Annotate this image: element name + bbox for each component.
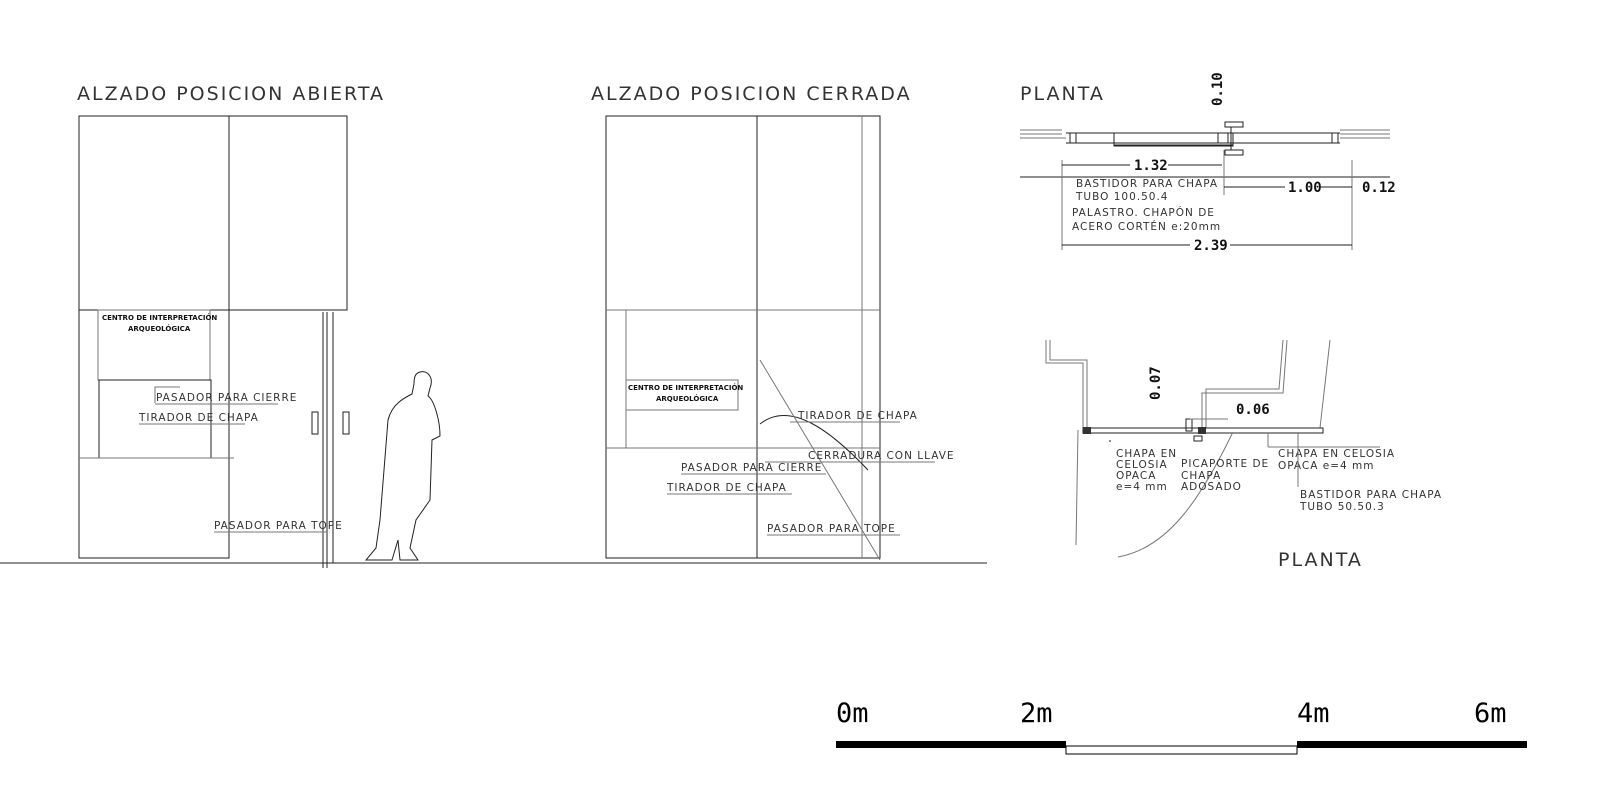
label-tirador-left: TIRADOR DE CHAPA <box>666 482 787 494</box>
plan-top: 1.32 0.10 1.00 0.12 2.39 BASTIDOR PARA C… <box>1020 72 1396 254</box>
note-chapa-1: CHAPA EN <box>1116 448 1177 460</box>
sign-line1-closed: CENTRO DE INTERPRETACIÓN <box>628 383 743 392</box>
note-bastidor-b-2: TUBO 50.50.3 <box>1299 501 1385 513</box>
closed-panel <box>605 115 881 559</box>
note-bastidor-1: BASTIDOR PARA CHAPA <box>1076 178 1218 190</box>
note-picaporte-2: CHAPA <box>1181 470 1221 482</box>
label-pasador-cierre-closed: PASADOR PARA CIERRE <box>681 462 822 474</box>
dim-1-00: 1.00 <box>1288 180 1322 196</box>
note-picaporte-3: ADOSADO <box>1181 481 1242 493</box>
note-bastidor-2: TUBO 100.50.4 <box>1075 191 1168 203</box>
scale-segment-1 <box>836 741 1066 748</box>
label-tirador-right: TIRADOR DE CHAPA <box>797 410 918 422</box>
closed-elevation: CENTRO DE INTERPRETACIÓN ARQUEOLÓGICA TI… <box>605 115 955 561</box>
scale-label-6m: 6m <box>1474 698 1507 729</box>
scale-label-2m: 2m <box>1020 698 1053 729</box>
dim-1-32: 1.32 <box>1134 158 1168 174</box>
title-closed-elevation: ALZADO POSICION CERRADA <box>591 83 912 105</box>
scale-label-0m: 0m <box>836 698 869 729</box>
dim-0-06: 0.06 <box>1236 402 1270 418</box>
left-panel <box>78 309 230 559</box>
note-celosia-2: OPACA e=4 mm <box>1278 460 1375 472</box>
note-celosia-1: CHAPA EN CELOSIA <box>1278 448 1395 460</box>
title-open-elevation: ALZADO POSICION ABIERTA <box>77 83 385 105</box>
label-pasador-tope-closed: PASADOR PARA TOPE <box>767 523 896 535</box>
plan-bottom: 0.07 0.06 CHAPA EN CELOSIA OPACA e=4 mm … <box>1045 339 1442 558</box>
note-chapa-2: CELOSIA <box>1116 459 1168 471</box>
note-picaporte-1: PICAPORTE DE <box>1181 458 1269 470</box>
dim-0-07: 0.07 <box>1148 366 1164 400</box>
title-plan-bottom: PLANTA <box>1278 549 1363 571</box>
person-silhouette <box>364 371 441 561</box>
title-plan-top: PLANTA <box>1020 83 1105 105</box>
note-palastro-2: ACERO CORTÉN e:20mm <box>1072 220 1221 233</box>
open-elevation: CENTRO DE INTERPRETACIÓN ARQUEOLÓGICA PA… <box>78 115 350 568</box>
label-pasador-tope: PASADOR PARA TOPE <box>214 520 343 532</box>
sign-line1: CENTRO DE INTERPRETACIÓN <box>102 313 217 322</box>
note-chapa-3: OPACA <box>1116 470 1156 482</box>
label-tirador: TIRADOR DE CHAPA <box>138 412 259 424</box>
note-bastidor-b-1: BASTIDOR PARA CHAPA <box>1300 489 1442 501</box>
top-panel <box>78 115 348 311</box>
scale-segment-3 <box>1297 741 1527 748</box>
label-pasador-cierre: PASADOR PARA CIERRE <box>156 392 297 404</box>
scale-segment-2 <box>1065 745 1298 755</box>
scale-label-4m: 4m <box>1297 698 1330 729</box>
note-palastro-1: PALASTRO. CHAPÓN DE <box>1072 206 1215 219</box>
sign-line2-closed: ARQUEOLÓGICA <box>656 394 719 403</box>
scale-bar: 0m 2m 4m 6m <box>836 698 1527 755</box>
sign-line2: ARQUEOLÓGICA <box>128 324 191 333</box>
dim-0-12: 0.12 <box>1362 180 1396 196</box>
label-cerradura: CERRADURA CON LLAVE <box>808 450 955 462</box>
note-chapa-4: e=4 mm <box>1116 481 1168 493</box>
dim-0-10: 0.10 <box>1210 72 1226 106</box>
dim-2-39: 2.39 <box>1194 238 1228 254</box>
